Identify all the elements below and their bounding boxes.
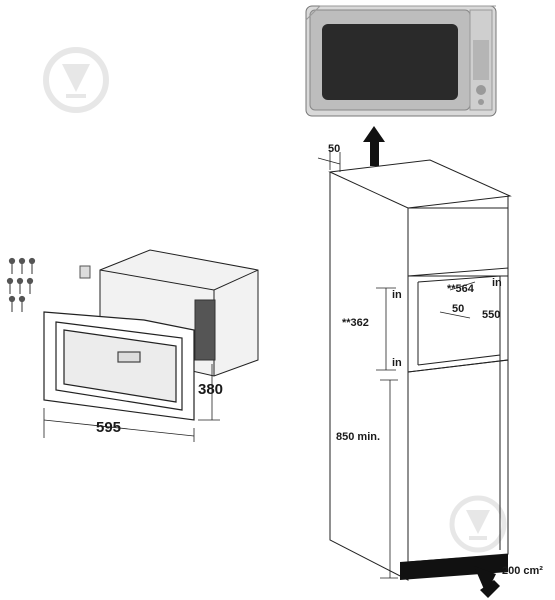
inner-gap-label: 50 [452, 303, 464, 315]
niche-height-label: **362 [342, 317, 369, 329]
arrow-in-icon [474, 566, 500, 598]
dimension-lines [317, 150, 476, 579]
top-gap-label: 50 [328, 143, 340, 155]
min-height-label: 850 min. [336, 431, 380, 443]
niche-width-label: 550 [482, 309, 500, 321]
frame-width-label: 595 [96, 419, 121, 436]
left-dimension-lines [43, 364, 220, 442]
vent-area-label: 200 cm² [502, 565, 543, 577]
niche-depth-label: **564 [447, 283, 475, 295]
tall-cabinet [328, 159, 512, 581]
frame-depth-label: 380 [198, 381, 223, 398]
screws-icon [6, 257, 36, 312]
unit-in-right: in [492, 277, 502, 289]
arrow-up-icon [363, 126, 385, 166]
microwave-appliance [305, 5, 497, 117]
unit-in-bottom: in [392, 357, 402, 369]
watermark-icon [43, 47, 109, 113]
trim-frame [43, 311, 195, 421]
watermark-icon [449, 495, 507, 553]
unit-in-top: in [392, 289, 402, 301]
